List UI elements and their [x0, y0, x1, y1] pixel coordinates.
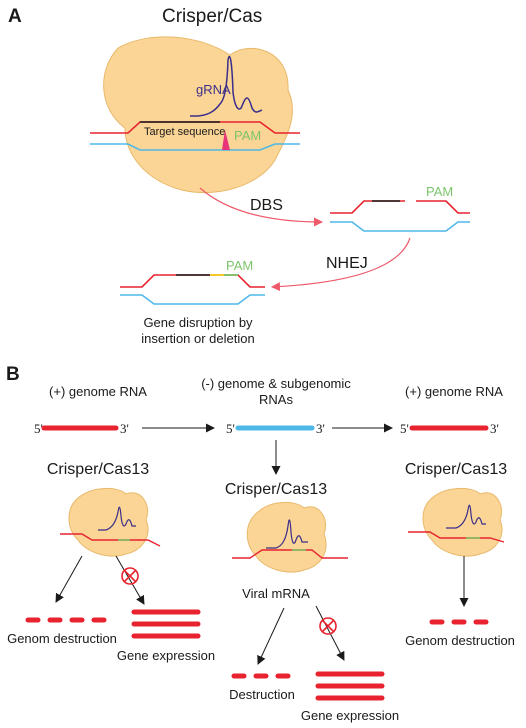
- nhej-arrow: [271, 237, 411, 292]
- viral-mrna-label: Viral mRNA: [242, 586, 310, 601]
- middle-five-prime: 5': [226, 421, 235, 436]
- left-destruction-label: Genom destruction: [7, 631, 117, 646]
- cut-dna-top-left: [330, 200, 405, 214]
- left-three-prime: 3': [120, 421, 129, 436]
- pam-label-2: PAM: [426, 184, 453, 199]
- middle-genome-line-2: RNAs: [259, 392, 293, 407]
- left-expression-arrow: [115, 555, 145, 605]
- grna-strand: [190, 55, 263, 117]
- left-destruction-arrow: [55, 555, 83, 603]
- right-destruction-label: Genom destruction: [405, 633, 515, 648]
- nhej-label: NHEJ: [326, 255, 368, 272]
- dbs-arrow: [199, 187, 323, 227]
- middle-inhibition-icon: [319, 617, 337, 635]
- outcome-line-1: Gene disruption by: [143, 315, 253, 330]
- middle-destruction-label: Destruction: [229, 687, 295, 702]
- repaired-dna-top: [120, 274, 265, 288]
- cas-enzyme: [103, 36, 293, 194]
- right-five-prime: 5': [400, 421, 409, 436]
- panel-b-label: B: [6, 364, 20, 385]
- target-sequence-label: Target sequence: [144, 126, 225, 138]
- left-expression-label: Gene expression: [117, 648, 215, 663]
- left-five-prime: 5': [34, 421, 43, 436]
- dna-bottom-strand: [90, 143, 300, 151]
- right-genome-label: (+) genome RNA: [405, 384, 503, 399]
- pam-label-3: PAM: [226, 258, 253, 273]
- repaired-dna-bottom: [120, 294, 265, 305]
- middle-cas13-label: Crisper/Cas13: [225, 481, 327, 498]
- cut-dna-bottom: [330, 221, 470, 232]
- left-cas13-complex: [60, 488, 161, 557]
- cut-site-marker: [222, 130, 230, 150]
- left-intact-rna: [131, 609, 201, 639]
- cut-dna-top-right: [416, 200, 470, 214]
- middle-cas13-complex: [232, 502, 348, 573]
- middle-destruction-arrow: [257, 607, 285, 665]
- middle-expression-label: Gene expression: [301, 708, 399, 723]
- left-cas13-label: Crisper/Cas13: [47, 461, 149, 478]
- grna-label: gRNA: [196, 82, 231, 97]
- outcome-line-2: insertion or deletion: [141, 331, 254, 346]
- middle-genome-line-1: (-) genome & subgenomic: [201, 376, 351, 391]
- panel-a-label: A: [8, 6, 22, 27]
- dbs-label: DBS: [250, 197, 283, 214]
- pam-label: PAM: [234, 128, 261, 143]
- right-three-prime: 3': [490, 421, 499, 436]
- middle-three-prime: 3': [316, 421, 325, 436]
- left-genome-label: (+) genome RNA: [49, 384, 147, 399]
- left-inhibition-icon: [121, 567, 139, 585]
- right-cas13-label: Crisper/Cas13: [405, 461, 507, 478]
- crisper-cas-title: Crisper/Cas: [162, 6, 262, 27]
- middle-intact-rna: [315, 671, 385, 701]
- right-cas13-complex: [408, 488, 505, 557]
